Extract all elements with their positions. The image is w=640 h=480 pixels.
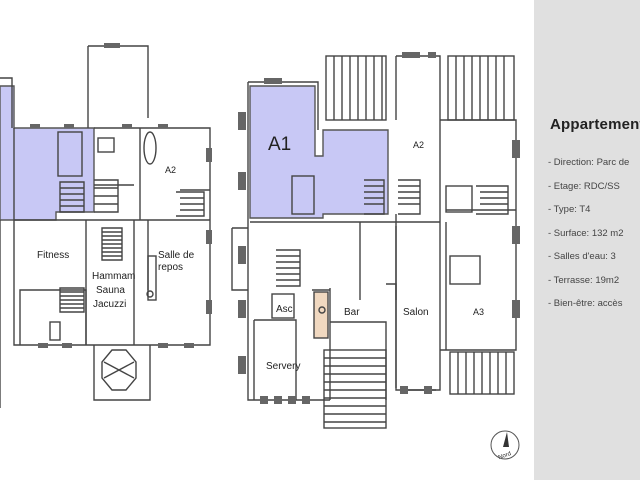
room-label-bar: Bar — [344, 307, 360, 318]
room-label-hammam: Hammam — [92, 271, 135, 282]
right-stair-1 — [398, 179, 421, 215]
apartment-details-list: - Direction: Parc de - Etage: RDC/SS - T… — [548, 157, 629, 322]
a1-highlight-area — [249, 85, 389, 219]
left-stair-1 — [59, 287, 85, 313]
octagon-feature — [101, 349, 137, 391]
right-stair-4 — [364, 179, 385, 215]
detail-item-surface: - Surface: 132 m2 — [548, 227, 624, 239]
left-window-marks — [30, 43, 212, 348]
right-stair-2 — [476, 185, 509, 215]
detail-item-floor: - Etage: RDC/SS — [548, 180, 620, 192]
apartment-info-panel: Appartement - Direction: Parc de - Etage… — [534, 0, 640, 480]
left-bath-fixture — [57, 131, 83, 177]
terrace-top-left — [325, 55, 387, 121]
floor-plan: A1 A2 A2 A3 Fitness Hammam Sauna Jacuzzi… — [0, 43, 520, 461]
terrace-bottom-right — [449, 351, 515, 395]
right-stair-3 — [276, 249, 301, 287]
a1-bath-fixture — [291, 175, 315, 215]
room-label-a3: A3 — [473, 307, 484, 317]
right-building — [231, 55, 517, 429]
lift-shaft — [313, 291, 329, 339]
left-stair-3 — [59, 181, 85, 213]
left-building — [0, 45, 211, 408]
terrace-bottom — [323, 349, 387, 429]
detail-item-terrace: - Terrasse: 19m2 — [548, 274, 620, 286]
room-label-salon: Salon — [403, 307, 429, 318]
compass-arrow-icon — [503, 432, 509, 447]
room-label-sauna: Sauna — [96, 285, 125, 296]
compass: Nord — [490, 430, 520, 461]
terrace-top-right — [447, 55, 515, 121]
compass-label: Nord — [498, 451, 512, 461]
room-label-a1: A1 — [268, 134, 291, 155]
right-window-marks — [238, 52, 520, 404]
room-label-asc: Asc — [276, 304, 293, 315]
left-stair-5 — [176, 191, 205, 217]
left-stair-2 — [101, 227, 123, 261]
room-label-salle-de: Salle de — [158, 250, 195, 261]
detail-item-wellness: - Bien-être: accès — [548, 298, 623, 309]
room-label-jacuzzi: Jacuzzi — [93, 299, 126, 310]
left-stair-4 — [94, 179, 119, 213]
room-label-repos: repos — [158, 262, 183, 273]
room-label-a2-left: A2 — [165, 165, 176, 175]
detail-item-bathrooms: - Salles d'eau: 3 — [548, 251, 616, 262]
room-label-servery: Servery — [266, 361, 300, 372]
apartment-title: Appartement — [550, 116, 640, 133]
left-bathtub — [143, 131, 157, 165]
detail-item-direction: - Direction: Parc de — [548, 157, 630, 168]
detail-item-type: - Type: T4 — [548, 204, 591, 215]
room-label-fitness: Fitness — [37, 250, 69, 261]
room-label-a2-right: A2 — [413, 140, 424, 150]
